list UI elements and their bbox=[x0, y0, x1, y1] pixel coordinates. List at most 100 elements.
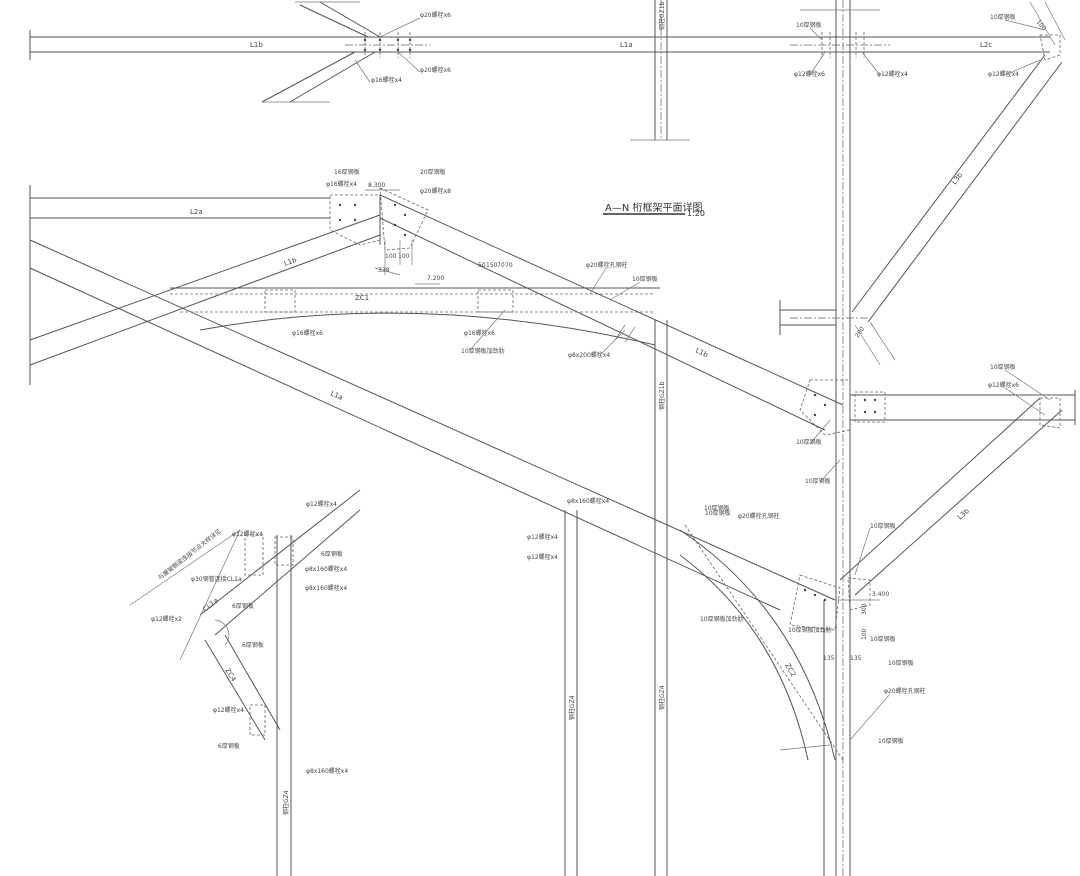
note: 10厚钢板 bbox=[632, 275, 658, 283]
note: φ8x160螺栓x4 bbox=[567, 497, 609, 505]
top-node-plates bbox=[29, 187, 844, 431]
top-left-node-braces bbox=[261, 1, 411, 103]
elevation-3400: 3.400 bbox=[872, 591, 889, 598]
bottom-columns bbox=[274, 510, 825, 876]
note: 10厚钢板 bbox=[990, 363, 1016, 371]
note: 10厚钢板加劲肋 bbox=[788, 626, 832, 634]
dim-text: 50 bbox=[478, 262, 486, 269]
note: 10厚钢板 bbox=[878, 737, 904, 745]
note: φ20螺栓x6 bbox=[420, 11, 451, 19]
dim-text: 100 bbox=[1034, 19, 1047, 32]
note: φ8x160螺栓x4 bbox=[305, 565, 347, 573]
left-beam-l2a bbox=[29, 185, 330, 385]
dim-text: 135 bbox=[850, 655, 862, 662]
middle-column-gz1b bbox=[654, 320, 668, 540]
member-label-l1b-right: L1b bbox=[694, 347, 709, 360]
drawing-scale: 1:20 bbox=[687, 209, 705, 218]
dim-text: 70 bbox=[505, 262, 513, 269]
note: 10厚钢板 bbox=[805, 477, 831, 485]
member-label-cl1a: CL1a bbox=[201, 596, 220, 613]
note: φ12螺栓x4 bbox=[232, 530, 263, 538]
note: φ12螺栓x4 bbox=[527, 533, 558, 541]
note: φ12螺栓x4 bbox=[877, 70, 908, 78]
member-label-l3b-upper: L3b bbox=[950, 171, 964, 186]
note: 10厚钢板 bbox=[870, 635, 896, 643]
member-label-top-l1a: L1a bbox=[620, 41, 633, 49]
member-label-zc4: ZC4 bbox=[223, 667, 238, 684]
note: 6厚钢板 bbox=[232, 602, 254, 610]
note: φ20螺栓孔钢柱 bbox=[586, 261, 628, 269]
note: φ12螺栓x4 bbox=[306, 500, 337, 508]
note: φ20螺栓孔钢柱 bbox=[884, 687, 926, 695]
dim-text: 135 bbox=[823, 655, 835, 662]
note: φ12螺栓x4 bbox=[213, 706, 244, 714]
elevation-marks: 8.300 7.200 3.400 bbox=[368, 182, 889, 598]
drawing-title: A—N 桁框架平面详图 bbox=[605, 201, 703, 214]
elevation-8300: 8.300 bbox=[368, 182, 385, 189]
bolt-marks bbox=[338, 38, 877, 602]
note: φ20螺栓x6 bbox=[420, 66, 451, 74]
dim-text: 100 bbox=[385, 253, 397, 260]
note: φ12螺栓x6 bbox=[988, 381, 1019, 389]
note: 6厚钢板 bbox=[218, 742, 240, 750]
main-diagonal-l1a bbox=[29, 239, 836, 611]
column-label: 钢柱GZ1b bbox=[658, 1, 666, 30]
note: φ16螺栓x4 bbox=[371, 76, 402, 84]
member-label-l2a: L2a bbox=[190, 208, 203, 216]
note: φ20螺栓孔钢柱 bbox=[738, 512, 780, 520]
top-beam bbox=[29, 30, 1050, 60]
dim-text: 300 bbox=[861, 603, 868, 615]
note: φ16螺栓x4 bbox=[326, 180, 357, 188]
column-labels: 钢柱GZ1b 钢柱GZ1b 钢柱GZ4 钢柱GZ4 钢柱GZ4 bbox=[282, 1, 666, 815]
note: φ12螺栓x4 bbox=[527, 553, 558, 561]
annotation-notes: φ20螺栓x6 φ20螺栓x6 φ16螺栓x4 10厚钢板 φ12螺栓x6 φ1… bbox=[151, 11, 1019, 775]
member-label-zc1: ZC1 bbox=[355, 294, 369, 302]
note: 与屋架钢梁连接节点大样详见 bbox=[156, 527, 222, 581]
note: 10厚钢板加劲肋 bbox=[461, 347, 505, 355]
member-label-l1a: L1a bbox=[329, 390, 344, 402]
note: 6厚钢板 bbox=[242, 641, 264, 649]
note: φ8x200螺栓x4 bbox=[568, 351, 610, 359]
dim-text: 200 bbox=[854, 326, 866, 340]
note: 16厚钢板 bbox=[334, 168, 360, 176]
top-middle-column bbox=[630, 0, 690, 141]
note: 10厚钢板 bbox=[796, 438, 822, 446]
note: 10厚钢板 bbox=[705, 509, 731, 517]
upper-right-brace bbox=[779, 1, 1066, 366]
bottom-left-detail bbox=[129, 489, 361, 741]
member-label-top-l1b: L1b bbox=[250, 41, 263, 49]
dim-text: 150 bbox=[486, 262, 498, 269]
note: φ8x160螺栓x4 bbox=[305, 584, 347, 592]
note: 10厚钢板 bbox=[870, 522, 896, 530]
right-node-and-beam bbox=[799, 379, 1076, 596]
note: φ8x160螺栓x4 bbox=[306, 767, 348, 775]
dim-text: 338 bbox=[378, 267, 390, 274]
member-label-zc2: ZC2 bbox=[783, 662, 797, 678]
dim-text: 100 bbox=[861, 628, 868, 640]
note: φ12螺栓x6 bbox=[794, 70, 825, 78]
note: φ16螺栓x6 bbox=[464, 329, 495, 337]
right-tall-column bbox=[800, 0, 880, 876]
dim-text: 100 bbox=[398, 253, 410, 260]
elevation-7200: 7.200 bbox=[427, 275, 444, 282]
note: φ12螺栓x4 bbox=[988, 70, 1019, 78]
leader-lines bbox=[354, 17, 1051, 741]
support-zc1 bbox=[170, 283, 660, 346]
note: φ30钢管连接CL1a bbox=[191, 575, 242, 583]
column-label: 钢柱GZ4 bbox=[658, 685, 666, 710]
column-label: 钢柱GZ4 bbox=[568, 695, 576, 720]
member-label-top-l2c: L2c bbox=[980, 41, 992, 49]
note: 20厚钢板 bbox=[420, 168, 446, 176]
note: 10厚钢板 bbox=[704, 504, 730, 512]
note: 10厚钢板 bbox=[888, 659, 914, 667]
note: 6厚钢板 bbox=[321, 550, 343, 558]
note: 10厚钢板 bbox=[990, 13, 1016, 21]
column-label: 钢柱GZ1b bbox=[658, 381, 666, 410]
note: 10厚钢板加劲肋 bbox=[700, 615, 744, 623]
note: 10厚钢板 bbox=[796, 21, 822, 29]
note: φ12螺栓x2 bbox=[151, 615, 182, 623]
drawing-title-block: A—N 桁框架平面详图 1:20 bbox=[603, 201, 705, 218]
column-label: 钢柱GZ4 bbox=[282, 790, 290, 815]
